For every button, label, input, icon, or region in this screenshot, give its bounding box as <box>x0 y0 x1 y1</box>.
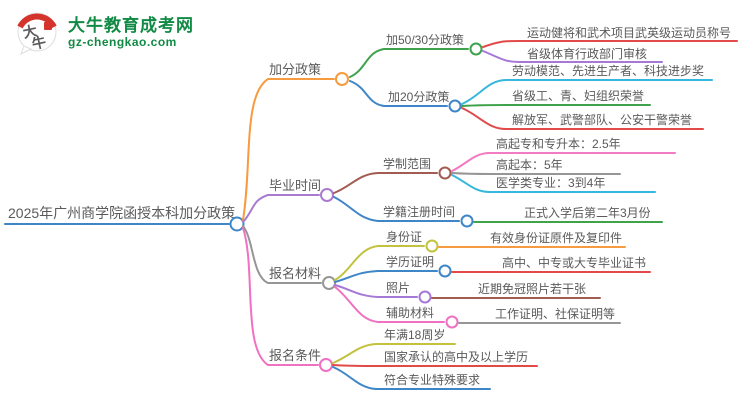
node-support-material-label: 辅助材料 <box>386 306 434 320</box>
leaf-provincial-org-honor-label: 省级工、青、妇组织荣誉 <box>512 89 644 103</box>
leaf-athlete-title-label: 运动健将和武术项目武英级运动员称号 <box>527 26 731 40</box>
leaf-model-worker-line <box>461 79 713 105</box>
node-plus-50-30-circle <box>469 42 483 56</box>
branch-graduation-time-line <box>242 194 320 223</box>
leaf-special-major-requirement-line <box>332 366 491 390</box>
node-education-proof-label: 学历证明 <box>386 254 434 269</box>
branch-requirements-label: 报名条件 <box>269 348 321 363</box>
node-plus-20-label: 加20分政策 <box>388 90 449 104</box>
root-node-circle <box>229 216 245 232</box>
leaf-provincial-sport-review-label: 省级体育行政部门审核 <box>527 46 647 61</box>
node-id-card-label: 身份证 <box>386 229 422 244</box>
logo-title: 大牛教育成考网 <box>68 16 194 36</box>
logo-subtitle: gz-chengkao.com <box>68 34 177 49</box>
node-id-card-line <box>334 245 425 281</box>
node-enrollment-register-circle <box>460 214 474 228</box>
node-enrollment-register-label: 学籍注册时间 <box>383 204 455 219</box>
node-plus-20-circle <box>448 99 462 113</box>
leaf-gaoqiben-line <box>451 172 621 175</box>
node-education-proof-circle <box>438 264 452 278</box>
branch-graduation-time-circle <box>320 188 334 202</box>
branch-materials-line <box>242 225 322 284</box>
node-plus-50-30-line <box>349 48 469 78</box>
site-logo[interactable]: 大 牛 大牛教育成考网 gz-chengkao.com <box>14 10 194 56</box>
node-plus-20-line <box>349 80 448 107</box>
logo-badge: 大 牛 <box>14 10 60 56</box>
leaf-register-march-label: 正式入学后第二年3月份 <box>524 205 651 220</box>
node-id-card-circle <box>425 239 439 253</box>
leaf-recognized-education-line <box>332 364 538 367</box>
branch-requirements-line <box>242 227 319 366</box>
leaf-model-worker-label: 劳动模范、先进生产者、科技进步奖 <box>512 64 704 78</box>
logo-bubble-tail <box>20 45 33 56</box>
branch-materials-circle <box>322 276 336 290</box>
leaf-id-original-copy-label: 有效身份证原件及复印件 <box>490 230 622 245</box>
leaf-gaoqizhuan-label: 高起专和专升本：2.5年 <box>496 136 621 151</box>
node-plus-50-30-label: 加50/30分政策 <box>386 33 464 47</box>
leaf-age-18-label: 年满18周岁 <box>384 327 445 342</box>
leaf-military-honor-line <box>461 107 704 130</box>
node-support-material-circle <box>445 315 459 329</box>
node-photo-circle <box>418 290 432 304</box>
node-study-length-circle <box>438 166 452 180</box>
leaf-gaoqizhuan-line <box>451 152 676 172</box>
node-education-proof-line <box>334 270 438 283</box>
leaf-work-social-proof-label: 工作证明、社保证明等 <box>495 306 615 321</box>
leaf-special-major-requirement-label: 符合专业特殊要求 <box>384 372 480 387</box>
logo-seal <box>44 22 52 30</box>
node-photo-label: 照片 <box>386 281 410 295</box>
logo-badge-graphic: 大 牛 <box>17 12 57 56</box>
leaf-recent-photo-label: 近期免冠照片若干张 <box>478 281 586 296</box>
leaf-provincial-sport-review-line <box>482 50 663 63</box>
node-study-length-label: 学制范围 <box>383 156 431 171</box>
branch-requirements-circle <box>319 358 333 372</box>
leaf-age-18-line <box>332 343 456 364</box>
leaf-medical-major-line <box>451 174 656 193</box>
branch-materials-label: 报名材料 <box>269 266 321 281</box>
root-label: 2025年广州商学院函授本科加分政策 <box>8 205 235 221</box>
logo-texts: 大牛教育成考网 gz-chengkao.com <box>68 16 194 49</box>
leaf-medical-major-label: 医学类专业：3到4年 <box>496 175 605 190</box>
leaf-gaoqiben-label: 高起本：5年 <box>496 157 563 172</box>
node-support-material-line <box>334 286 445 323</box>
branch-bonus-policy-line <box>242 78 335 221</box>
branch-bonus-policy-circle <box>335 72 349 86</box>
logo-char-da: 大 <box>21 22 38 42</box>
logo-char-niu: 牛 <box>30 34 47 54</box>
node-study-length-line <box>333 172 438 194</box>
branch-graduation-time-label: 毕业时间 <box>269 178 321 193</box>
leaf-military-honor-label: 解放军、武警部队、公安干警荣誉 <box>512 112 692 127</box>
leaf-athlete-title-line <box>482 40 738 48</box>
leaf-diploma-label: 高中、中专或大专毕业证书 <box>502 255 646 270</box>
node-photo-line <box>334 284 418 298</box>
leaf-recognized-education-label: 国家承认的高中及以上学历 <box>384 349 528 364</box>
node-enrollment-register-line <box>333 196 460 222</box>
leaf-provincial-org-honor-line <box>461 104 651 107</box>
branch-bonus-policy-label: 加分政策 <box>269 62 321 77</box>
